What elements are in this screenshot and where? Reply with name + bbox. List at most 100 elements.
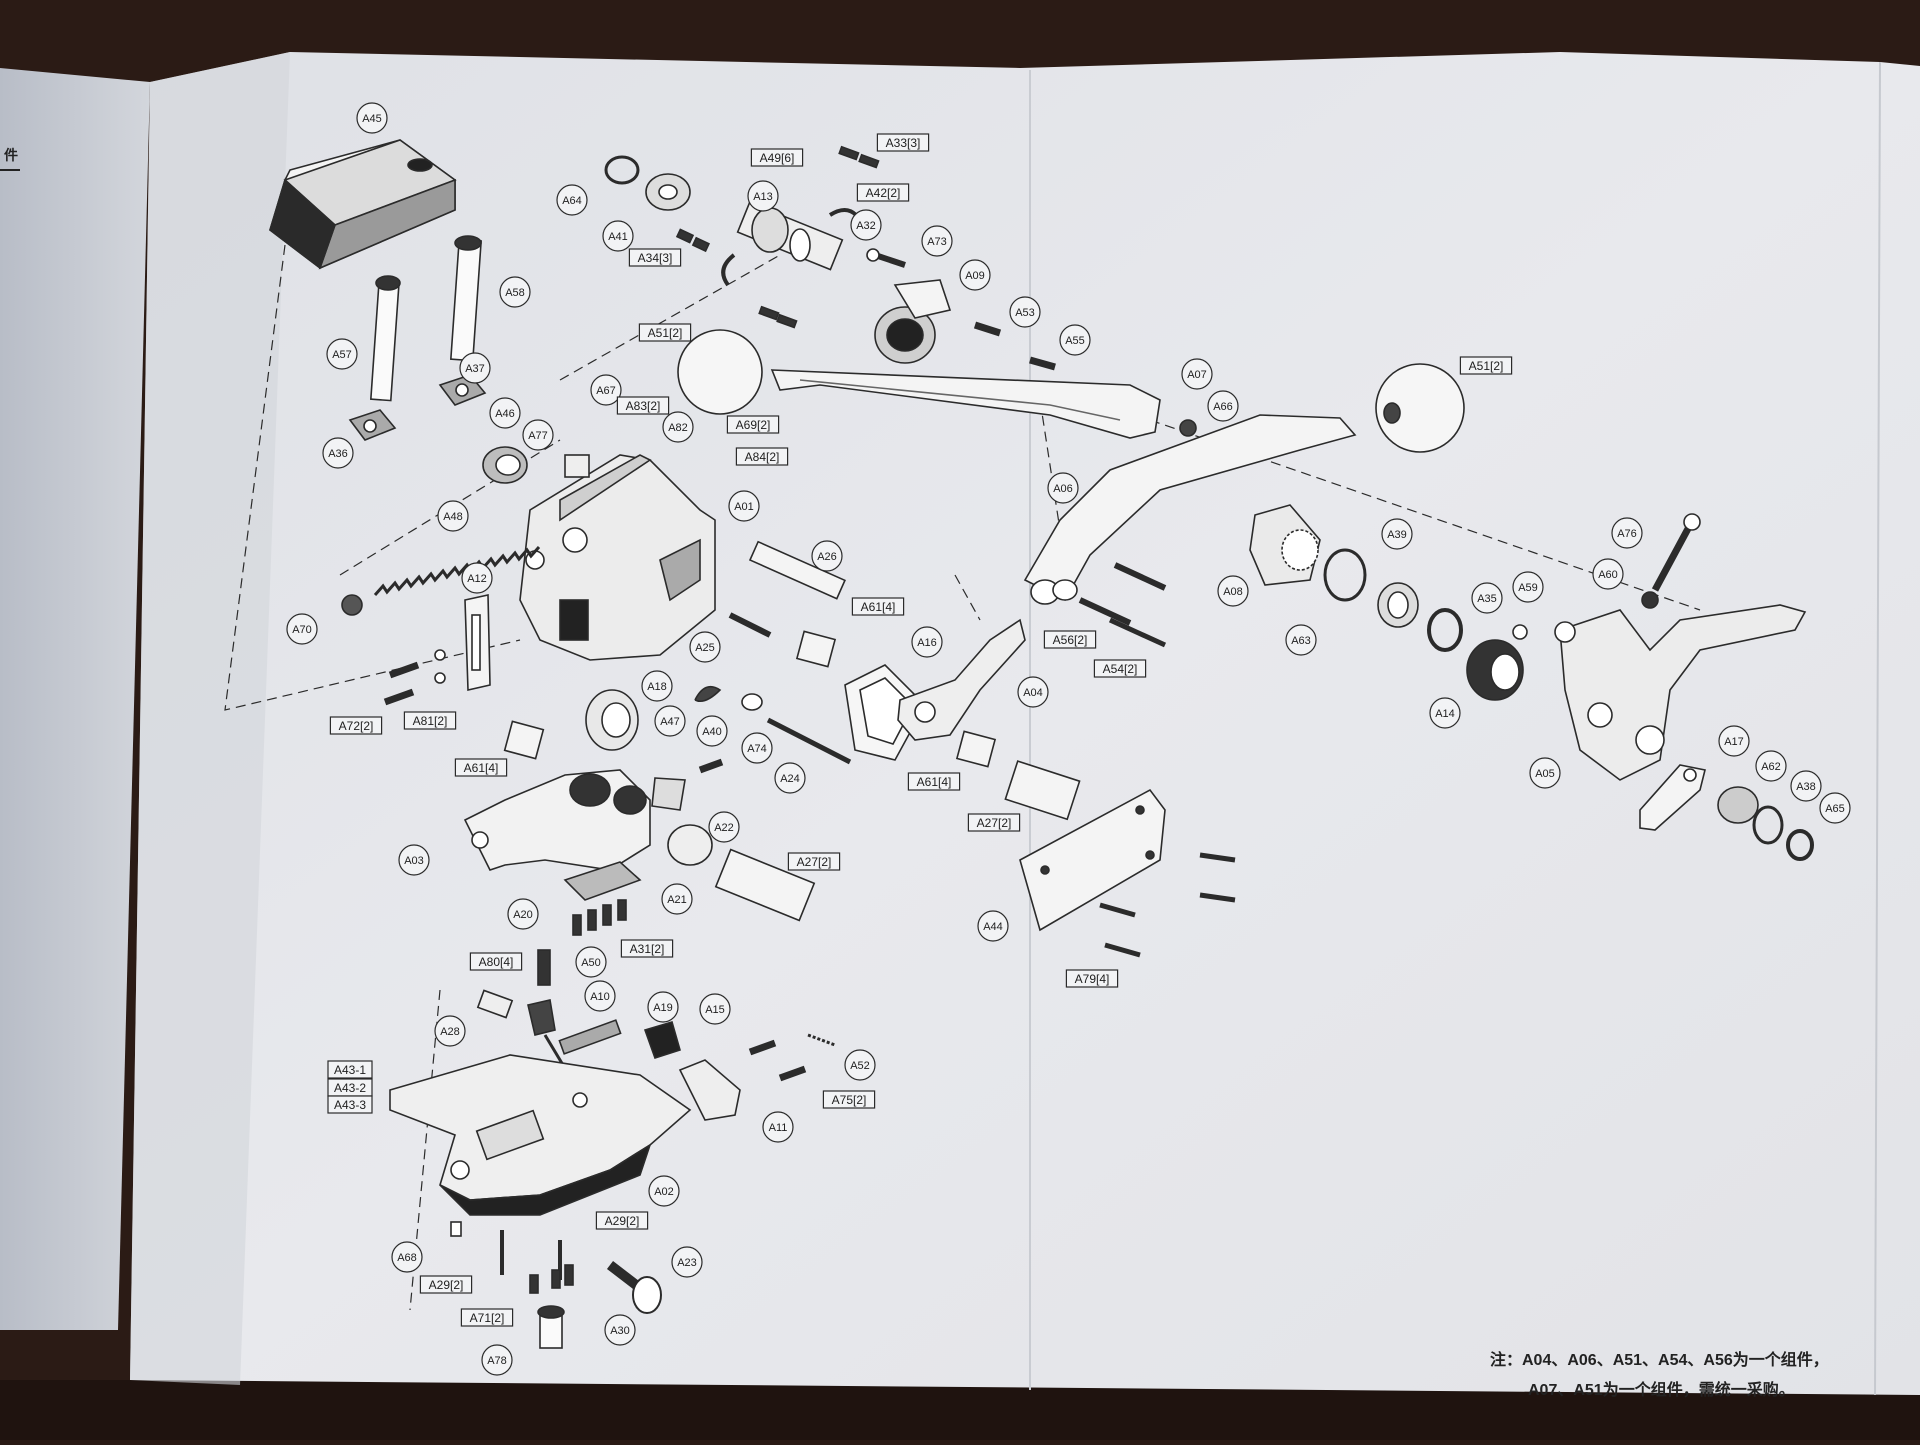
part-A68-pin	[450, 1221, 462, 1237]
foldout-sheet	[130, 52, 1920, 1395]
callout-label: A09	[965, 270, 985, 282]
fold-crease-2	[1874, 61, 1881, 1396]
callout-label: A36	[328, 448, 348, 460]
callout-circle	[641, 670, 673, 702]
callout-a23: A23	[671, 1246, 703, 1278]
part-A28-pin	[476, 989, 514, 1019]
callout-label: A48	[443, 511, 463, 523]
callout-a692: A69[2]	[726, 415, 780, 434]
part-A17-link	[1639, 764, 1706, 831]
callout-circle	[850, 209, 882, 241]
part-A25-pin	[728, 612, 772, 638]
callout-circle	[434, 1015, 466, 1047]
parts-drawings	[224, 139, 1814, 1349]
callout-a28: A28	[434, 1015, 466, 1047]
callout-a65: A65	[1819, 792, 1851, 824]
part-A07-lever	[770, 369, 1197, 439]
callout-a43-1: A43-1	[327, 1060, 373, 1079]
part-A21-block	[667, 824, 713, 866]
callout-a542: A54[2]	[1093, 659, 1147, 678]
callout-box	[822, 1090, 876, 1109]
part-A35-ring	[1427, 608, 1463, 652]
callout-circle	[1285, 624, 1317, 656]
callout-circle	[661, 883, 693, 915]
callout-box	[620, 939, 674, 958]
callout-label: A30	[610, 1325, 630, 1337]
part-A39-ring	[1323, 548, 1367, 602]
callout-circle	[1059, 324, 1091, 356]
callout-a03: A03	[398, 844, 430, 876]
callout-label: A02	[654, 1186, 674, 1198]
callout-a74: A74	[741, 732, 773, 764]
callout-box	[750, 148, 804, 167]
part-A74-screw	[698, 758, 724, 774]
callout-box	[329, 716, 383, 735]
callout-a77: A77	[522, 419, 554, 451]
callout-circle	[1217, 575, 1249, 607]
callout-a07: A07	[1181, 358, 1213, 390]
callout-a43-2: A43-2	[327, 1078, 373, 1097]
part-A20-plate	[563, 861, 642, 901]
callout-label: A51[2]	[648, 326, 683, 340]
callout-label: A11	[769, 1122, 788, 1134]
callout-label: A43-3	[334, 1098, 366, 1112]
screws-A75	[748, 1039, 807, 1082]
callout-a73: A73	[921, 225, 953, 257]
callout-label: A18	[647, 681, 667, 693]
callout-a37: A37	[459, 352, 491, 384]
callout-circle	[921, 225, 953, 257]
callout-a20: A20	[507, 898, 539, 930]
callout-label: A29[2]	[429, 1278, 464, 1292]
callout-circle	[584, 980, 616, 1012]
part-A51-ball-left	[677, 329, 763, 415]
callout-circle	[699, 993, 731, 1025]
callout-a842: A84[2]	[735, 447, 789, 466]
callout-label: A47	[660, 716, 680, 728]
callout-a722: A72[2]	[329, 716, 383, 735]
callout-circle	[959, 259, 991, 291]
callout-circle	[590, 374, 622, 406]
part-A73-screw	[866, 248, 906, 268]
callout-label: A75[2]	[832, 1093, 867, 1107]
callout-label: A68	[397, 1252, 417, 1264]
callout-a614: A61[4]	[454, 758, 508, 777]
callout-label: A71[2]	[470, 1311, 505, 1325]
part-A46-bushing	[482, 446, 528, 484]
part-A11-bracket	[678, 1059, 741, 1121]
callout-a13: A13	[747, 180, 779, 212]
callout-label: A60	[1598, 569, 1618, 581]
callout-label: A12	[467, 573, 487, 585]
callout-label: A33[3]	[886, 136, 921, 150]
part-A70-nut	[341, 594, 363, 616]
callout-a78: A78	[481, 1344, 513, 1376]
callout-a17: A17	[1718, 725, 1750, 757]
callout-label: A32	[856, 220, 876, 232]
callout-label: A53	[1015, 307, 1035, 319]
callout-circle	[398, 844, 430, 876]
callout-label: A07	[1187, 369, 1207, 381]
part-callouts: A45A64A41A34[3]A49[6]A13A33[3]A42[2]A32A…	[286, 102, 1851, 1376]
left-booklet-page	[0, 68, 150, 1330]
part-A77-pin	[564, 454, 590, 478]
callout-box	[856, 183, 910, 202]
screws-A80-A31	[572, 899, 627, 936]
callout-a01: A01	[728, 490, 760, 522]
callout-box	[628, 248, 682, 267]
part-A57-bolt	[348, 275, 401, 441]
note-line-1: 注：A04、A06、A51、A54、A56为一个组件，	[1490, 1350, 1829, 1369]
callout-circle	[1381, 518, 1413, 550]
callout-label: A81[2]	[413, 714, 448, 728]
callout-a62: A62	[1755, 750, 1787, 782]
callout-label: A05	[1535, 768, 1555, 780]
callout-a832: A83[2]	[616, 396, 670, 415]
callout-label: A84[2]	[745, 450, 780, 464]
callout-a76: A76	[1611, 517, 1643, 549]
callout-circle	[762, 1111, 794, 1143]
callout-a496: A49[6]	[750, 148, 804, 167]
callout-a16: A16	[911, 626, 943, 658]
sheet-fold-shadow	[130, 52, 290, 1385]
callout-box	[851, 597, 905, 616]
callout-label: A42[2]	[866, 186, 901, 200]
callout-a15: A15	[699, 993, 731, 1025]
